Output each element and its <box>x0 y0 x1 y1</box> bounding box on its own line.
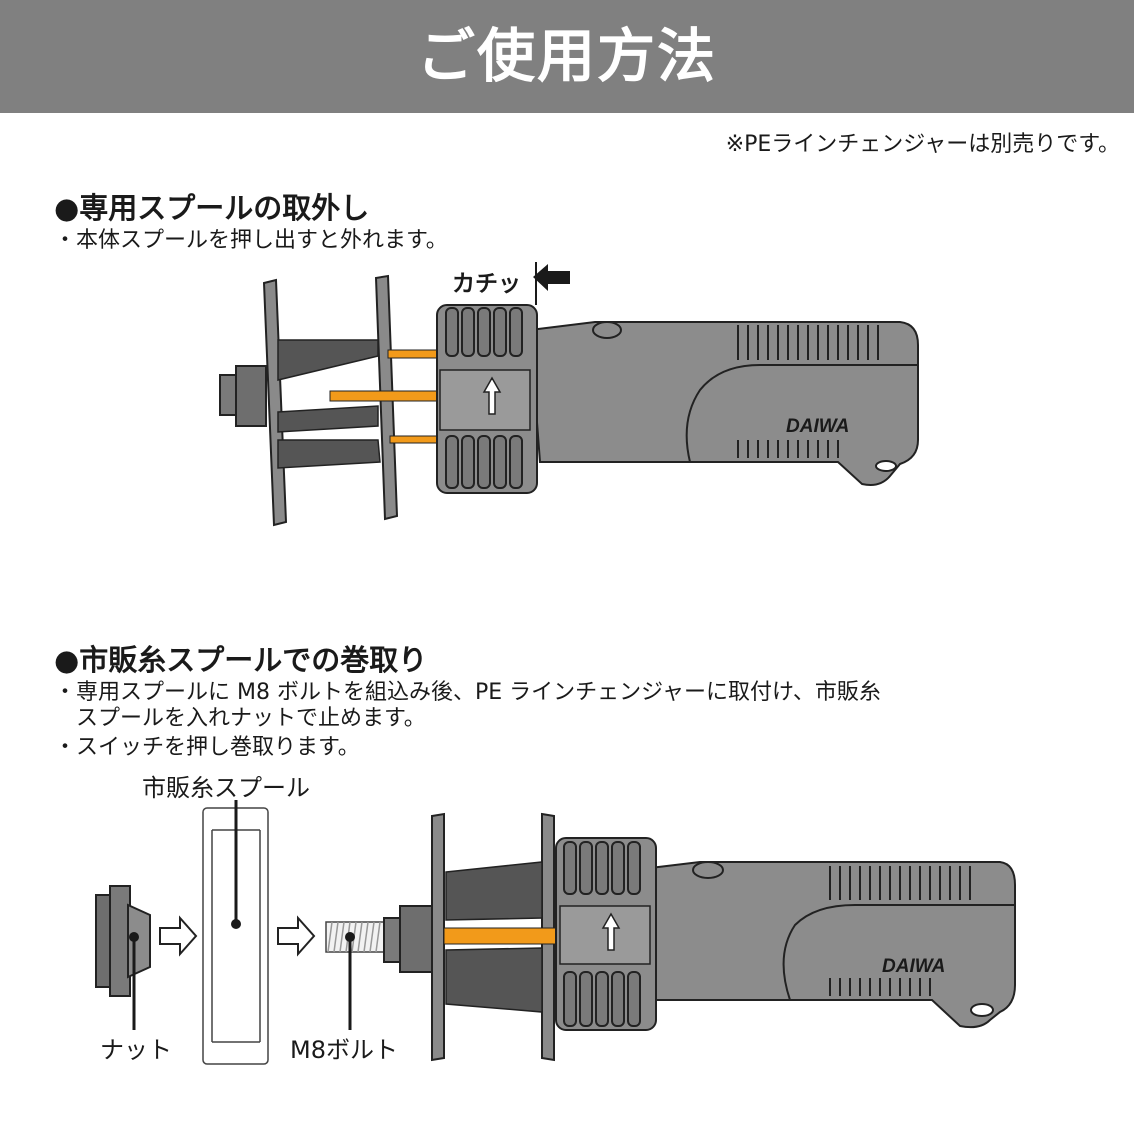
sold-separately-note: ※PEラインチェンジャーは別売りです。 <box>725 132 1120 157</box>
changer-body <box>528 321 919 486</box>
spool-label: 市販糸スプール <box>142 774 310 802</box>
shaft-cap <box>219 374 239 416</box>
grip-ribs-top <box>737 325 879 360</box>
orange-shaft-top <box>387 349 439 359</box>
bolt-label: M8ボルト <box>290 1036 398 1064</box>
changer-body-2 <box>649 861 1016 1029</box>
switch-button-2 <box>692 861 724 879</box>
spool-flange-2-right <box>541 812 555 1062</box>
title-banner: ご使用方法 <box>0 0 1134 113</box>
page-title: ご使用方法 <box>416 22 717 90</box>
section2-bullet-2: ・スイッチを押し巻取ります。 <box>54 735 360 760</box>
section1-heading: ●専用スプールの取外し <box>54 191 370 225</box>
strap-hole-2 <box>970 1003 994 1017</box>
brand-logo-2: DAIWA <box>882 956 945 977</box>
push-arrow-icon <box>533 262 570 305</box>
spool-collar-2 <box>555 837 657 1031</box>
switch-button <box>592 321 622 339</box>
nut-label: ナット <box>100 1036 172 1064</box>
section2-bullet-1: ・専用スプールに M8 ボルトを組込み後、PE ラインチェンジャーに取付け、市販… <box>54 680 881 705</box>
strap-hole <box>875 460 897 472</box>
hollow-arrow-icon-1 <box>159 915 198 957</box>
hollow-arrow-icon-2 <box>277 915 316 957</box>
section1-bullet: ・本体スプールを押し出すと外れます。 <box>54 228 448 253</box>
spool-hub <box>235 365 267 427</box>
up-arrow-icon-2 <box>601 912 621 951</box>
spool-flange-right <box>374 274 399 521</box>
orange-shaft-center <box>329 390 439 402</box>
click-label: カチッ <box>452 271 521 297</box>
spool-flange-left <box>262 278 288 527</box>
orange-shaft-bottom <box>389 435 439 444</box>
orange-shaft-2 <box>443 927 560 945</box>
nut <box>95 885 151 1030</box>
section2-bullet-1-cont: スプールを入れナットで止めます。 <box>76 706 426 731</box>
spool-flange-2-left <box>431 812 445 1062</box>
grip-ribs-bottom <box>737 440 839 458</box>
spool-collar <box>436 304 538 494</box>
commercial-spool <box>202 800 269 1065</box>
spool-hub-2 <box>399 905 435 973</box>
section2-heading: ●市販糸スプールでの巻取り <box>54 643 428 677</box>
up-arrow-icon <box>482 376 502 415</box>
m8-bolt <box>325 921 387 1030</box>
brand-logo-1: DAIWA <box>786 416 849 437</box>
